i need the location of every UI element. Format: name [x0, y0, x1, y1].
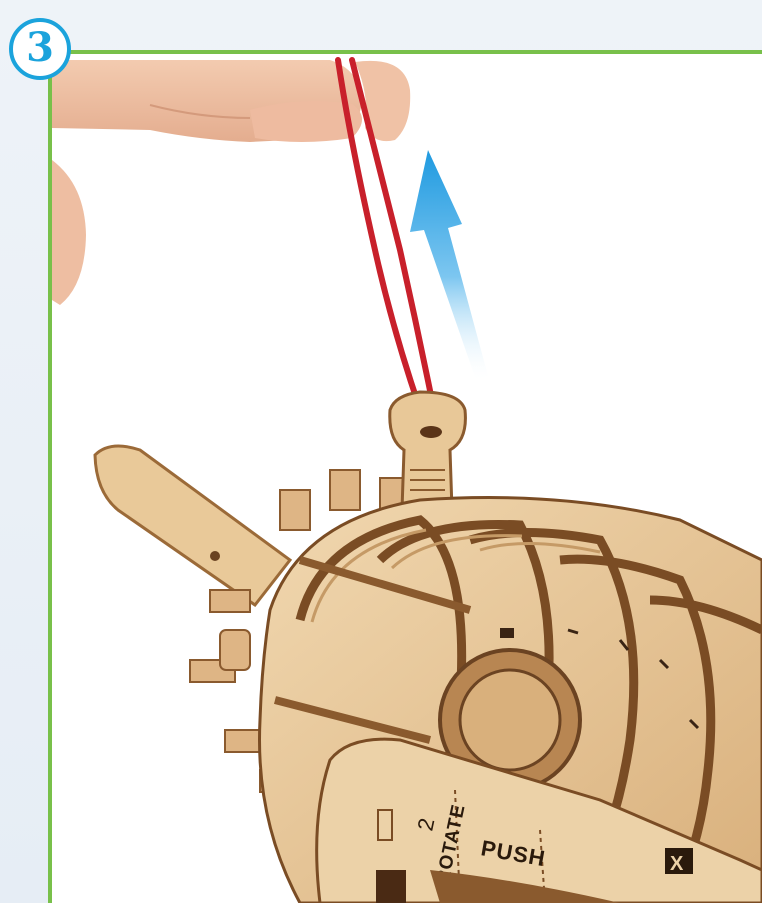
step-number-badge: 3	[9, 18, 71, 80]
assembly-illustration: 2 ROTATE PUSH X	[48, 50, 762, 903]
hand	[52, 60, 410, 305]
illustration-frame: 2 ROTATE PUSH X	[48, 50, 762, 903]
cross-mark: X	[670, 853, 684, 875]
step-number: 3	[26, 28, 54, 68]
wooden-mechanism: 2 ROTATE PUSH X	[95, 392, 762, 903]
